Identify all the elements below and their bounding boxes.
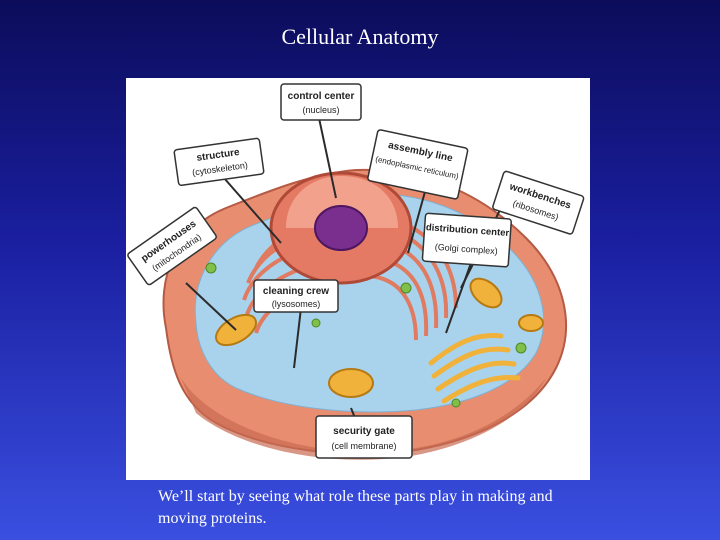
sign-cleaning-crew-title: cleaning crew: [263, 286, 329, 297]
sign-distribution-center: distribution center (Golgi complex): [421, 212, 512, 268]
membrane-bottom-shade: [181, 378, 546, 460]
mitochondria: [215, 277, 544, 398]
sign-workbenches: workbenches (ribosomes): [492, 170, 585, 235]
slide-title: Cellular Anatomy: [281, 24, 439, 49]
sign-control-center-title: control center: [288, 91, 355, 102]
sign-distribution-center-subtitle: (Golgi complex): [434, 242, 498, 256]
sign-security-gate: security gate (cell membrane): [315, 415, 413, 459]
cell-illustration: control center (nucleus) structure (cyto…: [127, 83, 585, 460]
golgi-complex: [428, 332, 521, 404]
sign-structure: structure (cytoskeleton): [173, 137, 265, 187]
sign-security-gate-title: security gate: [333, 426, 395, 437]
sign-security-gate-subtitle: (cell membrane): [331, 441, 396, 451]
nucleus: [269, 171, 413, 285]
nucleolus: [314, 205, 368, 251]
sign-cleaning-crew: cleaning crew (lysosomes): [253, 279, 339, 313]
sign-assembly-line: assembly line (endoplasmic reticulum): [367, 129, 469, 200]
sign-cleaning-crew-subtitle: (lysosomes): [272, 299, 321, 309]
slide-caption: We’ll start by seeing what role these pa…: [158, 488, 553, 527]
cell-diagram: control center (nucleus) structure (cyto…: [126, 78, 590, 480]
sign-control-center: control center (nucleus): [280, 83, 362, 121]
nucleus-inner: [286, 176, 398, 228]
sign-pins: [185, 117, 502, 434]
sign-control-center-subtitle: (nucleus): [302, 105, 339, 115]
